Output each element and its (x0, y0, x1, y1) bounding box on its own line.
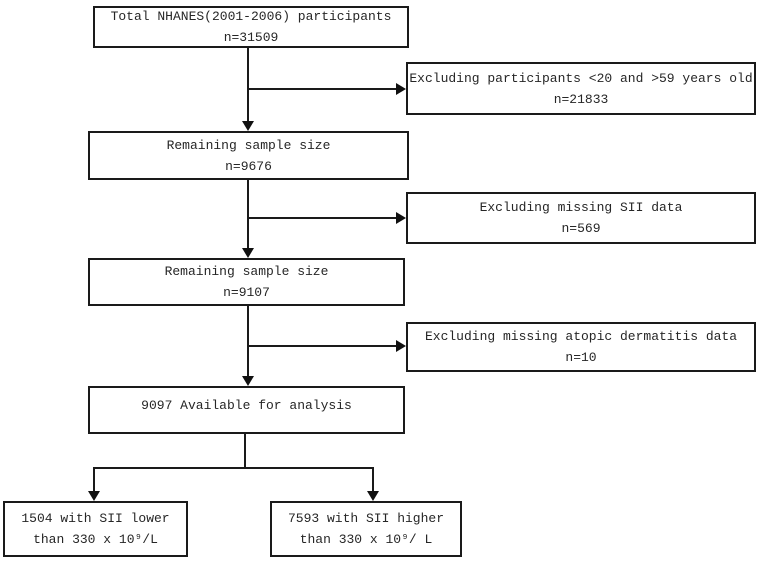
arrowhead-right-icon (396, 212, 406, 224)
box-remaining-sample-1: Remaining sample size n=9676 (88, 131, 409, 180)
box-remaining-sample-2: Remaining sample size n=9107 (88, 258, 405, 306)
box-sii-higher: 7593 with SII higher than 330 x 10⁹/ L (270, 501, 462, 557)
connector-stem-1 (247, 48, 249, 123)
box-exclude-age-count: n=21833 (553, 91, 609, 107)
arrowhead-down-icon (242, 248, 254, 258)
box-total-participants-count: n=31509 (223, 30, 279, 45)
connector-branch-3 (248, 345, 397, 347)
box-total-participants-label: Total NHANES(2001-2006) participants (110, 9, 392, 24)
box-sii-lower: 1504 with SII lower than 330 x 10⁹/L (3, 501, 188, 557)
box-sii-higher-threshold: than 330 x 10⁹/ L (299, 532, 433, 547)
connector-stem-3 (247, 306, 249, 378)
box-exclude-missing-sii-label: Excluding missing SII data (479, 200, 683, 215)
box-remaining-sample-2-label: Remaining sample size (164, 264, 329, 279)
connector-stem-2 (247, 180, 249, 250)
box-exclude-age: Excluding participants <20 and >59 years… (406, 62, 756, 115)
box-remaining-sample-1-count: n=9676 (225, 158, 272, 174)
box-sii-lower-label: 1504 with SII lower (21, 511, 170, 526)
box-sii-higher-label: 7593 with SII higher (287, 511, 445, 526)
connector-drop-left (93, 467, 95, 493)
arrowhead-down-icon (88, 491, 100, 501)
connector-stem-4 (244, 434, 246, 469)
box-available-for-analysis: 9097 Available for analysis (88, 386, 405, 434)
box-remaining-sample-1-label: Remaining sample size (166, 137, 331, 153)
arrowhead-down-icon (242, 121, 254, 131)
arrowhead-right-icon (396, 83, 406, 95)
box-exclude-missing-dermatitis: Excluding missing atopic dermatitis data… (406, 322, 756, 372)
box-exclude-missing-dermatitis-count: n=10 (565, 350, 597, 365)
box-exclude-missing-dermatitis-label: Excluding missing atopic dermatitis data (424, 329, 738, 344)
arrowhead-down-icon (367, 491, 379, 501)
box-exclude-missing-sii-count: n=569 (561, 221, 601, 236)
arrowhead-down-icon (242, 376, 254, 386)
box-exclude-age-label: Excluding participants <20 and >59 years… (409, 70, 753, 86)
box-exclude-missing-sii: Excluding missing SII data n=569 (406, 192, 756, 244)
connector-branch-1 (248, 88, 397, 90)
box-total-participants: Total NHANES(2001-2006) participants n=3… (93, 6, 409, 48)
connector-split-horizontal (93, 467, 374, 469)
arrowhead-right-icon (396, 340, 406, 352)
connector-drop-right (372, 467, 374, 493)
box-remaining-sample-2-count: n=9107 (223, 285, 270, 300)
connector-branch-2 (248, 217, 397, 219)
box-sii-lower-threshold: than 330 x 10⁹/L (33, 532, 158, 547)
box-available-for-analysis-label: 9097 Available for analysis (141, 398, 352, 413)
